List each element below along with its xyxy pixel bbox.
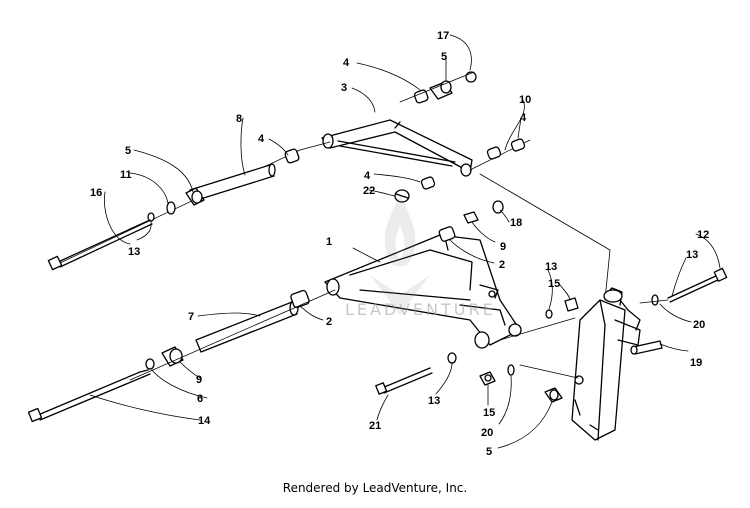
lower-long-bolt <box>27 369 151 423</box>
callout-2-upper: 2 <box>499 259 505 271</box>
part-callouts: 1 2 2 3 4 4 4 4 5 5 5 6 7 8 9 9 10 11 12… <box>90 30 709 458</box>
callout-4-right: 4 <box>520 112 527 124</box>
callout-6: 6 <box>197 393 203 405</box>
callout-13-mid: 13 <box>545 261 557 273</box>
callout-7: 7 <box>188 311 194 323</box>
callout-3: 3 <box>341 82 347 94</box>
callout-14: 14 <box>198 415 211 427</box>
callout-12: 12 <box>697 229 709 241</box>
lower-a-arm <box>324 234 522 349</box>
callout-8: 8 <box>236 113 242 125</box>
lower-short-bolt <box>375 367 433 395</box>
spindle-housing <box>571 287 641 441</box>
callout-18: 18 <box>510 217 522 229</box>
callout-13-lower: 13 <box>428 395 440 407</box>
callout-2-lower: 2 <box>326 316 332 328</box>
upper-long-bolt <box>47 219 153 271</box>
callout-20-right: 20 <box>693 319 705 331</box>
callout-5-top: 5 <box>441 51 447 63</box>
callout-16: 16 <box>90 187 102 199</box>
callout-11: 11 <box>120 169 132 181</box>
callout-20-lower: 20 <box>481 427 493 439</box>
callout-19: 19 <box>690 357 702 369</box>
upper-shaft-sleeve <box>189 163 276 202</box>
callout-15-mid: 15 <box>548 278 560 290</box>
callout-4-mid: 4 <box>364 170 371 182</box>
callout-10: 10 <box>519 94 531 106</box>
callout-15-lower: 15 <box>483 407 495 419</box>
callout-13-right: 13 <box>686 249 698 261</box>
callout-17: 17 <box>437 30 449 42</box>
upper-bushing-left <box>284 148 300 164</box>
right-bolt <box>667 267 728 303</box>
callout-9-upper: 9 <box>500 241 506 253</box>
leadventure-watermark-logo <box>370 195 430 315</box>
callout-9-lower: 9 <box>196 374 202 386</box>
upper-a-arm <box>321 119 473 177</box>
watermark-text: LEADVENTURE <box>345 300 496 319</box>
callout-13-left: 13 <box>128 246 140 258</box>
callout-21: 21 <box>369 420 381 432</box>
callout-4-top: 4 <box>343 57 350 69</box>
callout-4-left: 4 <box>258 133 265 145</box>
upper-flat-washer <box>166 201 176 215</box>
callout-5-bottom: 5 <box>486 446 492 458</box>
callout-1: 1 <box>326 236 332 248</box>
callout-5-left: 5 <box>125 145 131 157</box>
footer-credit: Rendered by LeadVenture, Inc. <box>282 481 468 495</box>
callout-22: 22 <box>363 185 375 197</box>
